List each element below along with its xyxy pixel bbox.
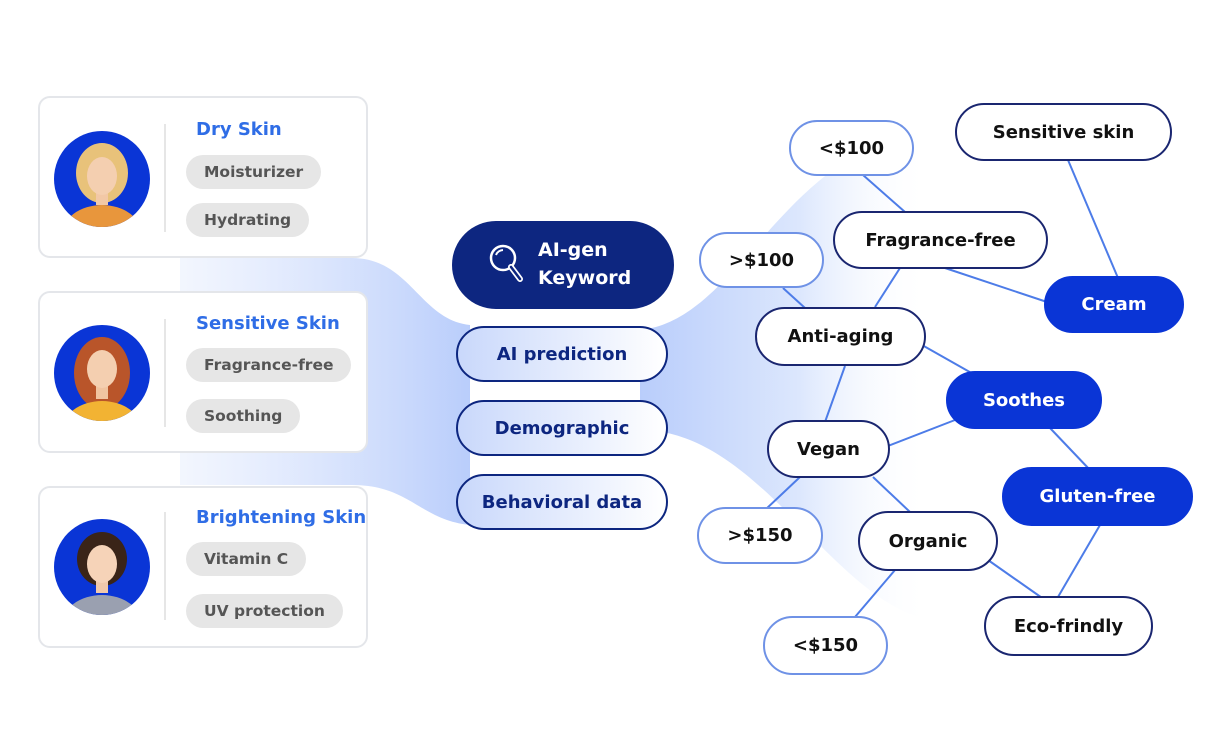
behavioral-data-pill: Behavioral data [456, 474, 668, 530]
woman-dark-hair-avatar-icon [54, 519, 150, 615]
header-line-2: Keyword [538, 267, 632, 289]
keyword-node-vegan: Vegan [767, 420, 890, 478]
keyword-node-organic: Organic [858, 511, 998, 571]
profile-chip: Moisturizer [186, 155, 322, 189]
ai-gen-keyword-header: AI-gen Keyword [452, 221, 674, 309]
profile-title: Dry Skin [196, 119, 282, 140]
keyword-node-gluten-free: Gluten-free [1002, 467, 1193, 526]
connector-line [1057, 524, 1101, 598]
header-line-1: AI-gen [538, 239, 608, 261]
keyword-node-under-100: <$100 [789, 120, 914, 176]
card-divider [164, 512, 166, 620]
profile-card-sensitive-skin: Sensitive Skin Fragrance-free Soothing [38, 291, 368, 453]
ai-prediction-pill: AI prediction [456, 326, 668, 382]
header-label: AI-gen Keyword [538, 236, 631, 292]
profile-chip: UV protection [186, 594, 343, 628]
connector-line [887, 419, 956, 447]
keyword-connectors [764, 159, 1119, 618]
connector-line [824, 365, 846, 423]
connector-line [862, 174, 906, 213]
woman-blonde-avatar-icon [54, 131, 150, 227]
connector-line [944, 267, 1051, 304]
keyword-node-soothes: Soothes [946, 371, 1102, 429]
profile-title: Brightening Skin [196, 507, 367, 528]
keyword-node-over-100: >$100 [699, 232, 824, 288]
keyword-node-under-150: <$150 [763, 616, 888, 675]
card-divider [164, 124, 166, 232]
profile-chip: Soothing [186, 399, 301, 433]
profile-card-dry-skin: Dry Skin Moisturizer Hydrating [38, 96, 368, 258]
connector-line [872, 476, 911, 513]
keyword-node-fragrance-free: Fragrance-free [833, 211, 1048, 269]
keyword-node-eco-frindly: Eco-frindly [984, 596, 1153, 656]
connector-line [874, 267, 901, 308]
keyword-node-over-150: >$150 [697, 507, 823, 564]
woman-red-hair-avatar-icon [54, 325, 150, 421]
demographic-pill: Demographic [456, 400, 668, 456]
profile-title: Sensitive Skin [196, 313, 340, 334]
keyword-node-cream: Cream [1044, 276, 1184, 333]
profile-chip: Hydrating [186, 203, 310, 237]
connector-line [987, 559, 1046, 601]
connector-line [764, 476, 801, 511]
keyword-node-anti-aging: Anti-aging [755, 307, 926, 366]
connector-line [1067, 159, 1119, 279]
connector-line [782, 287, 806, 309]
connector-line [1049, 427, 1091, 471]
profile-card-brightening-skin: Brightening Skin Vitamin C UV protection [38, 486, 368, 648]
connector-line [921, 344, 976, 376]
profile-chip: Fragrance-free [186, 348, 352, 382]
profile-chip: Vitamin C [186, 542, 307, 576]
magnifier-icon [489, 244, 523, 282]
card-divider [164, 319, 166, 427]
keyword-node-sensitive-skin: Sensitive skin [955, 103, 1172, 161]
connector-line [854, 569, 896, 618]
